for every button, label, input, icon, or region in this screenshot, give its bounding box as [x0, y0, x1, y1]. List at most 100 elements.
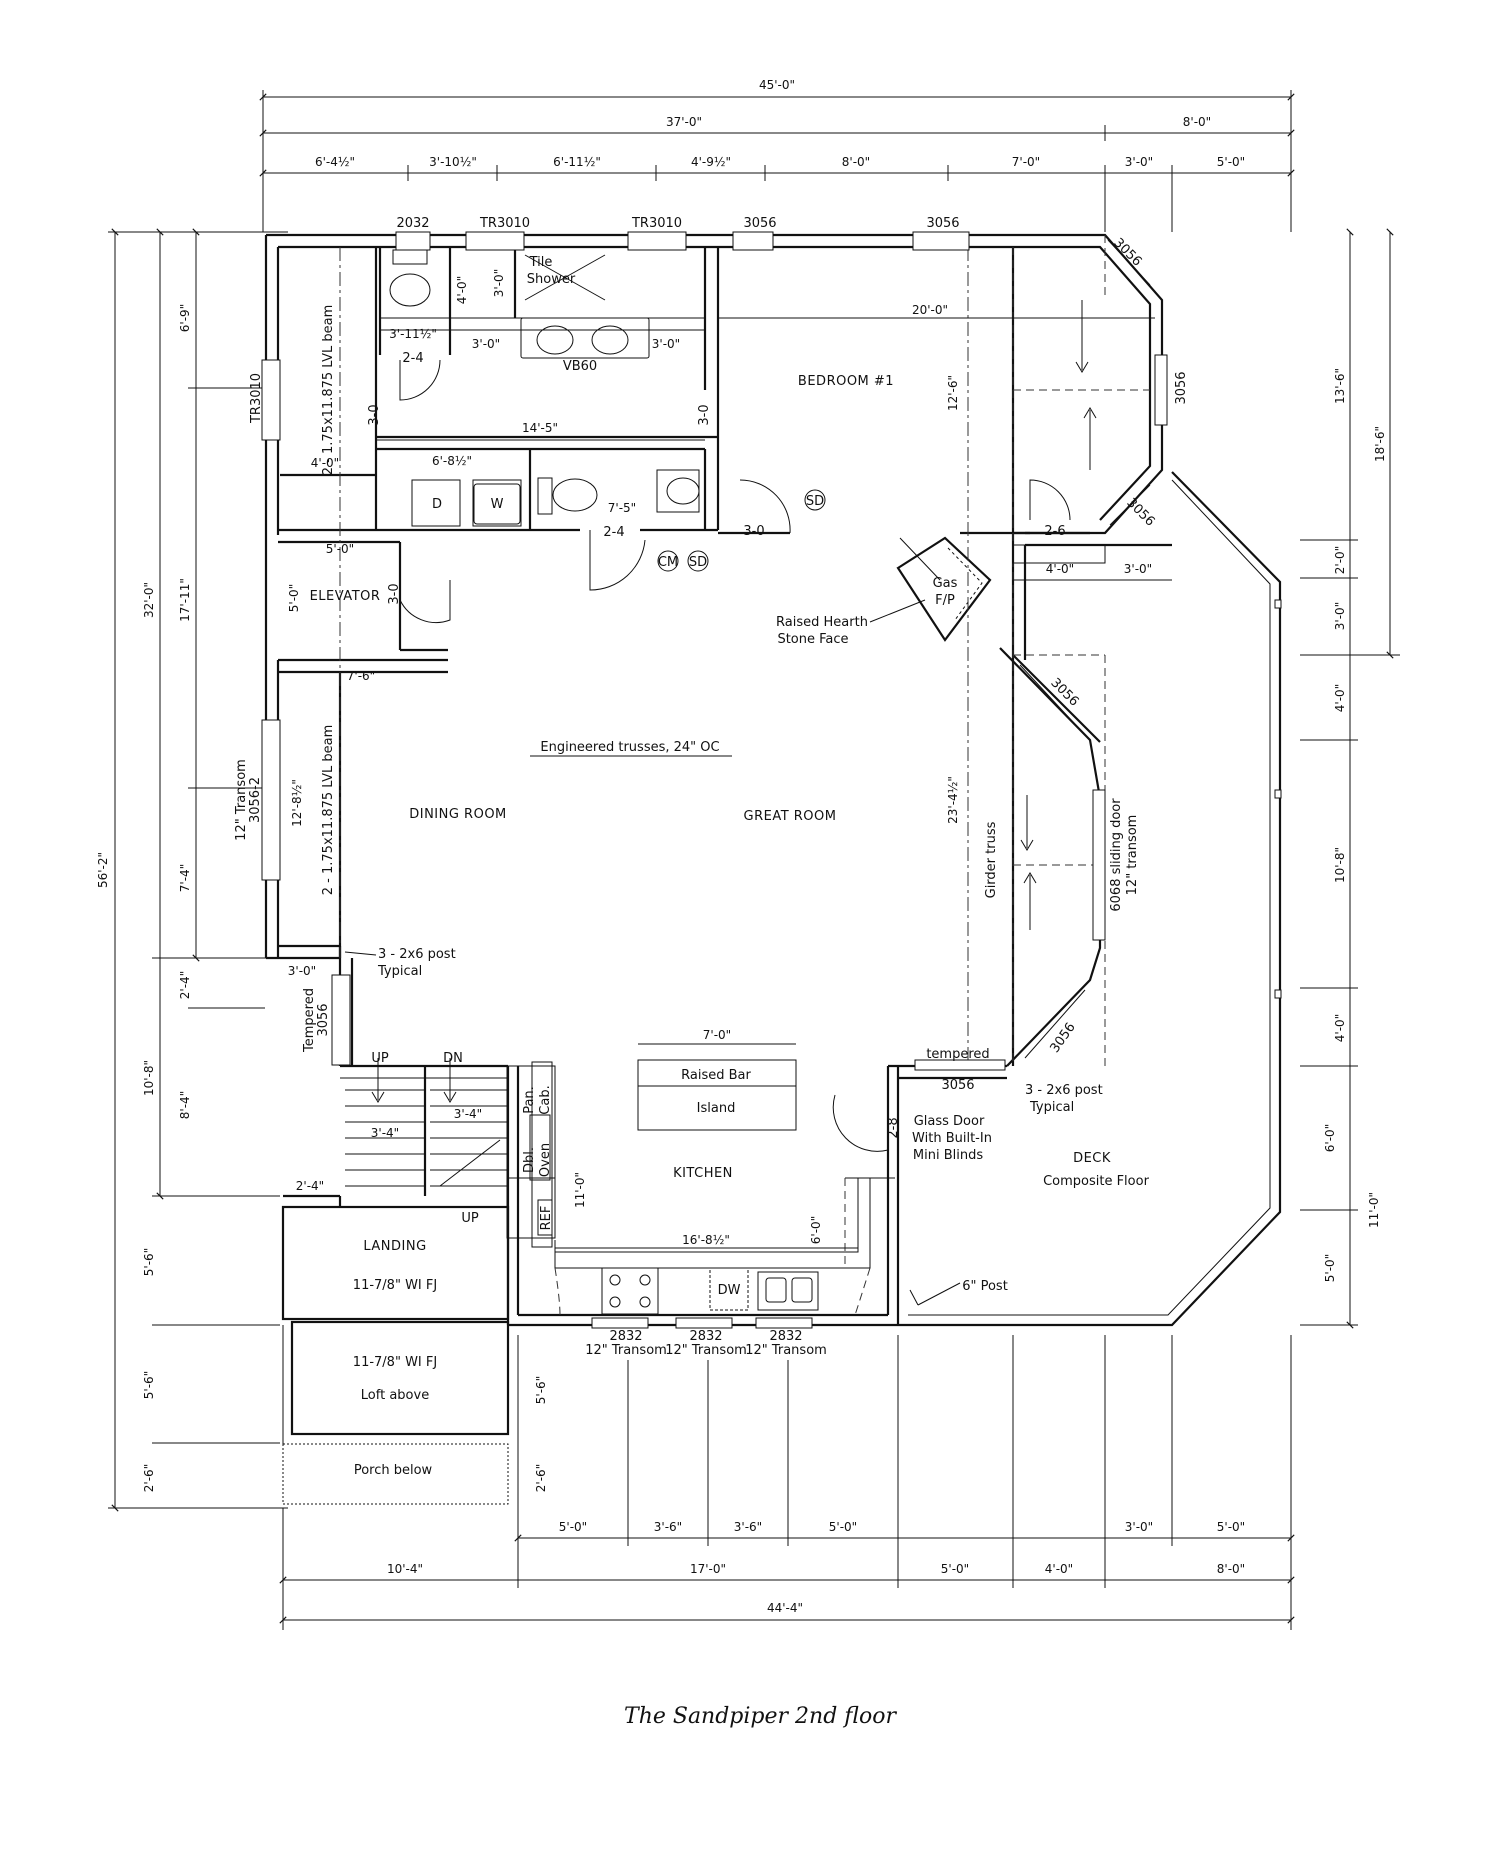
- dim-bottom-main-0: 10'-4": [387, 1562, 423, 1576]
- dim-bottom-seg-0: 5'-0": [559, 1520, 587, 1534]
- dim-vanity-left: 3'-0": [472, 337, 500, 351]
- beams: [339, 235, 1150, 1066]
- win-3056-low: 3056: [1047, 1020, 1078, 1056]
- dim-kitchen-right: 6'-0": [809, 1216, 823, 1244]
- label-glass-1: Glass Door: [914, 1114, 985, 1129]
- door-3-0-b: 3-0: [697, 404, 712, 425]
- door-labels: 2-4 2-4 3-0 3-0 3-0 3-0 2-6 2-8: [367, 351, 1066, 1139]
- room-great: GREAT ROOM: [744, 809, 837, 824]
- dim-left-seg-1: 7'-4": [178, 864, 192, 892]
- notes: Tile Shower VB60 2 - 1.75x11.875 LVL bea…: [321, 255, 1103, 1298]
- deck-railing: [898, 471, 1282, 1327]
- label-gas: Gas: [933, 576, 958, 591]
- dim-right-seg-4: 10'-8": [1333, 847, 1347, 883]
- room-deck-floor: Composite Floor: [1043, 1174, 1150, 1189]
- label-post-6: 6" Post: [962, 1279, 1008, 1294]
- dim-bath1-height: 4'-0": [455, 276, 469, 304]
- label-cab: Cab.: [538, 1085, 553, 1114]
- win-tempered-deck: tempered: [926, 1047, 989, 1062]
- dim-right-seg-2: 3'-0": [1333, 602, 1347, 630]
- door-3-0-c: 3-0: [743, 524, 764, 539]
- win-2032: 2032: [396, 216, 429, 231]
- room-landing: LANDING: [363, 1239, 426, 1254]
- win-bottom-1-note: 12" Transom: [665, 1343, 747, 1358]
- fireplace: [896, 536, 992, 642]
- win-bottom-1-code: 2832: [689, 1329, 722, 1344]
- win-3056-side1: 3056: [1174, 371, 1189, 404]
- label-dryer: D: [432, 497, 442, 512]
- bottom-dimensions: 44'-4" 10'-4" 17'-0" 5'-0" 4'-0" 8'-0" 5…: [279, 1335, 1295, 1630]
- label-lvl-beam-2: 2 - 1.75x11.875 LVL beam: [321, 725, 336, 895]
- dim-landing-width: 2'-4": [296, 1179, 324, 1193]
- win-tempered: Tempered: [302, 988, 317, 1053]
- label-fp: F/P: [935, 593, 955, 608]
- dim-stair-right: 3'-4": [454, 1107, 482, 1121]
- dim-left-upper: 17'-11": [178, 578, 192, 622]
- dim-great-height: 23'-4½": [946, 776, 960, 824]
- room-porch: Porch below: [354, 1463, 433, 1478]
- win-tr3010-1: TR3010: [479, 216, 530, 231]
- win-sliding-transom: 12" transom: [1125, 815, 1140, 896]
- fixtures: [389, 249, 826, 1315]
- dim-deck-a: 4'-0": [1046, 562, 1074, 576]
- door-2-4-b: 2-4: [603, 525, 624, 540]
- dim-bath-width: 20'-0": [912, 303, 948, 317]
- label-ref: REF: [539, 1206, 554, 1231]
- room-deck: DECK: [1073, 1151, 1111, 1166]
- win-3056-b: 3056: [926, 216, 959, 231]
- dim-right-seg-5: 4'-0": [1333, 1014, 1347, 1042]
- stairs: [345, 1058, 508, 1187]
- dim-dining-height: 12'-8½": [290, 779, 304, 827]
- dim-left-lower: 10'-8": [142, 1060, 156, 1096]
- dim-kitchen-width: 16'-8½": [682, 1233, 730, 1247]
- label-dw: DW: [718, 1283, 741, 1298]
- label-shower: Shower: [527, 272, 576, 287]
- right-dimensions: 18'-6" 13'-6" 2'-0" 3'-0" 4'-0" 10'-8" 4…: [1300, 228, 1400, 1329]
- label-glass-2: With Built-In: [912, 1131, 992, 1146]
- door-2-8: 2-8: [886, 1117, 901, 1138]
- dim-elevator-height: 5'-0": [287, 584, 301, 612]
- label-washer: W: [491, 497, 504, 512]
- lower-extension: [281, 1205, 510, 1505]
- label-trusses: Engineered trusses, 24" OC: [540, 740, 719, 755]
- dim-top-main: 37'-0": [666, 115, 702, 129]
- page-title: The Sandpiper 2nd floor: [624, 1704, 897, 1729]
- label-tile: Tile: [529, 255, 553, 270]
- dim-left-seg-3: 8'-4": [178, 1091, 192, 1119]
- dim-porch-width: 3'-0": [288, 964, 316, 978]
- dim-bottom-seg-2: 3'-6": [734, 1520, 762, 1534]
- dim-bedroom-height: 12'-6": [946, 375, 960, 411]
- dim-left-main: 32'-0": [142, 582, 156, 618]
- win-bottom-0-code: 2832: [609, 1329, 642, 1344]
- dim-left-seg-5: 5'-6": [142, 1371, 156, 1399]
- dim-vanity-right: 3'-0": [652, 337, 680, 351]
- dim-dining-width: 7'-6": [347, 669, 375, 683]
- dim-porch-height: 2'-6": [534, 1464, 548, 1492]
- label-post-1a: 3 - 2x6 post: [378, 947, 456, 962]
- room-kitchen: KITCHEN: [673, 1166, 733, 1181]
- label-cm: CM: [658, 555, 678, 570]
- door-3-0-elev: 3-0: [387, 583, 402, 604]
- win-3056-deck: 3056: [941, 1078, 974, 1093]
- dim-left-seg-2: 2'-4": [178, 971, 192, 999]
- dim-top-seg-1: 3'-10½": [429, 155, 477, 169]
- label-hearth-2: Stone Face: [777, 632, 848, 647]
- dim-top-seg-5: 7'-0": [1012, 155, 1040, 169]
- dim-shower-height: 3'-0": [492, 269, 506, 297]
- label-bar-2: Island: [697, 1101, 736, 1116]
- dim-top-seg-3: 4'-9½": [691, 155, 731, 169]
- win-tr3010-left: TR3010: [249, 373, 264, 424]
- dim-laundry: 6'-8½": [432, 454, 472, 468]
- dim-elevator-width: 5'-0": [326, 542, 354, 556]
- win-tr3010-2: TR3010: [631, 216, 682, 231]
- interior-walls: [278, 247, 1172, 1316]
- doors: [399, 359, 1071, 1152]
- label-pan: Pan.: [522, 1086, 537, 1114]
- top-dimensions: 45'-0" 37'-0" 8'-0" 6'-4½" 3'-10½" 6'-11…: [259, 78, 1295, 232]
- dim-top-seg-2: 6'-11½": [553, 155, 601, 169]
- dim-hall-width: 14'-5": [522, 421, 558, 435]
- label-post-2b: Typical: [1029, 1100, 1074, 1115]
- dim-left-seg-4: 5'-6": [142, 1248, 156, 1276]
- dim-bottom-seg-3: 5'-0": [829, 1520, 857, 1534]
